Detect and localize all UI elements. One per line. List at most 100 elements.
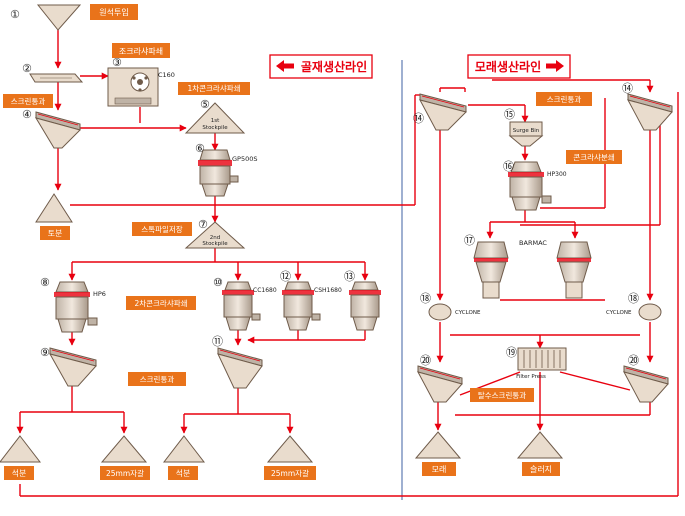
- stockpile-2-b: Stockpile: [202, 241, 228, 247]
- vibrating-screen-9: [48, 347, 97, 387]
- stone-powder-1-label: 석분: [12, 468, 27, 478]
- surge-bin-label: Surge Bin: [513, 128, 540, 134]
- screen-pass-2-bg: [128, 372, 186, 386]
- arrow-right-icon: [546, 60, 564, 72]
- marker-1: ①: [10, 8, 20, 21]
- secondary-crush-label: 2차콘크라샤파쇄: [134, 298, 187, 308]
- raw-input-label-bg: [90, 4, 138, 20]
- cone-crusher-hp6: [54, 281, 98, 333]
- primary-crush-label-bg: [178, 82, 250, 95]
- cone-crush-r-bg: [566, 150, 622, 164]
- marker-12: ⑫: [280, 270, 291, 283]
- dewater-screen-right: [623, 365, 669, 403]
- right-title: 모래생산라인: [475, 59, 541, 74]
- marker-8: ⑧: [40, 276, 50, 289]
- sludge-label: 슬러지: [530, 464, 552, 474]
- marker-10: ⑩: [213, 276, 223, 289]
- hp300-label: HP300: [547, 171, 567, 178]
- cyclone-1-label: CYCLONE: [455, 310, 481, 316]
- cone-crusher-hp300: [508, 161, 552, 211]
- filter-press-label: Filter Press: [516, 374, 546, 380]
- marker-2: ②: [22, 62, 32, 75]
- marker-6: ⑥: [195, 142, 205, 155]
- c160-label: C160: [158, 71, 175, 79]
- marker-20-left: ⑳: [420, 354, 431, 367]
- gravel-2-label: 25mm자갈: [271, 469, 309, 478]
- marker-5: ⑤: [200, 98, 210, 111]
- marker-3: ③: [112, 56, 122, 69]
- screen-pass-3-label: 스크린통과: [547, 94, 582, 104]
- marker-15: ⑮: [504, 108, 515, 121]
- sludge-label-bg: [522, 462, 560, 476]
- stockpile-1-a: 1st: [211, 118, 220, 124]
- cone-crusher-cc1680: [222, 281, 261, 331]
- left-section-header: 골재생산라인: [269, 54, 373, 79]
- vibrating-screen-14-right: [627, 93, 673, 131]
- sand-label: 모래: [432, 465, 447, 474]
- gravel-pile-2: [266, 435, 314, 463]
- gravel-2-bg: [264, 466, 316, 480]
- stockpile-1: [184, 102, 246, 134]
- hp6-label: HP6: [93, 290, 106, 298]
- screen-pass-1-label: 스크린통과: [11, 96, 46, 106]
- csh1680-label: CSH1680: [314, 287, 342, 294]
- dewater-screen-left: [417, 365, 463, 403]
- grizzly-feeder: [29, 73, 84, 83]
- marker-20-right: ⑳: [628, 354, 639, 367]
- cone-crush-r-label: 콘크라샤분쇄: [573, 152, 614, 162]
- stockpile-storage-bg: [132, 222, 192, 236]
- flow-lines: [16, 30, 679, 497]
- cyclone-2-label: CYCLONE: [606, 310, 632, 316]
- screen-pass-3-bg: [536, 92, 592, 106]
- stone-powder-pile-1: [0, 435, 42, 463]
- soil-label: 토분: [48, 229, 63, 238]
- cc1680-label: CC1680: [253, 287, 277, 294]
- jaw-crusher-label: 조크라샤파쇄: [119, 46, 163, 56]
- soil-label-bg: [40, 226, 70, 240]
- cone-crusher-13: [349, 281, 381, 331]
- stone-powder-2-bg: [168, 466, 198, 480]
- marker-13: ⑬: [344, 270, 355, 283]
- cyclone-right: [638, 303, 662, 321]
- sludge-pile: [516, 431, 564, 459]
- gravel-1-bg: [100, 466, 150, 480]
- stone-powder-1-bg: [4, 466, 34, 480]
- primary-crush-label: 1차콘크라샤파쇄: [187, 83, 240, 93]
- arrow-left-icon: [276, 60, 294, 72]
- vibrating-screen-11: [217, 347, 263, 389]
- marker-9: ⑨: [40, 346, 50, 359]
- gravel-pile-1: [100, 435, 148, 463]
- surge-bin: [508, 121, 544, 147]
- stockpile-2-a: 2nd: [210, 235, 220, 241]
- filter-press: [517, 347, 567, 371]
- marker-16: ⑯: [503, 160, 514, 173]
- marker-17: ⑰: [464, 234, 475, 247]
- barmac-crusher-left: [473, 241, 509, 299]
- jaw-crusher: [107, 67, 159, 107]
- marker-4: ④: [22, 108, 32, 121]
- marker-19: ⑲: [506, 346, 517, 359]
- jaw-crusher-label-bg: [112, 43, 170, 58]
- marker-14-left: ⑭: [413, 112, 424, 125]
- soil-pile: [35, 193, 73, 223]
- dewater-screen-label: 탈수스크린통과: [478, 390, 526, 400]
- feed-hopper: [36, 4, 82, 31]
- right-section-header: 모래생산라인: [467, 54, 571, 79]
- cone-crusher-gp500s: [198, 149, 239, 197]
- cyclone-left: [428, 303, 452, 321]
- stockpile-storage-label: 스톡파일저장: [141, 224, 182, 234]
- sand-label-bg: [422, 462, 456, 476]
- marker-18-right: ⑱: [628, 292, 639, 305]
- marker-14-right: ⑭: [622, 82, 633, 95]
- stone-powder-pile-2: [162, 435, 206, 463]
- screen-pass-1-bg: [3, 94, 53, 108]
- vibrating-screen-4: [34, 111, 81, 149]
- screen-pass-2-label: 스크린통과: [140, 374, 175, 384]
- cone-crusher-csh1680: [282, 281, 321, 331]
- gravel-1-label: 25mm자갈: [106, 469, 144, 478]
- marker-18-left: ⑱: [420, 292, 431, 305]
- secondary-crush-bg: [126, 296, 196, 310]
- marker-11: ⑪: [212, 335, 223, 348]
- marker-7: ⑦: [198, 218, 208, 231]
